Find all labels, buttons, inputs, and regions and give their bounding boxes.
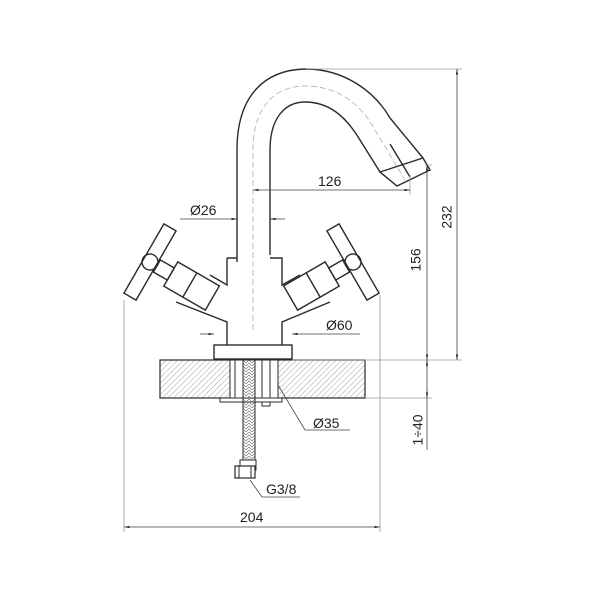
- spout-centerline: [252, 85, 406, 330]
- supply-hose: [234, 359, 257, 479]
- left-handle: [122, 222, 221, 312]
- dim-spout-diameter: Ø26: [190, 202, 217, 218]
- dim-total-height: 232: [438, 205, 455, 229]
- dim-hole-diameter: Ø35: [313, 415, 340, 431]
- dim-spout-reach: 126: [318, 173, 342, 189]
- dim-countertop-thickness: 1÷40: [409, 414, 426, 446]
- dimension-lines: [123, 68, 462, 532]
- dim-outlet-height: 156: [407, 248, 424, 272]
- countertop-section: [159, 359, 366, 407]
- faucet-body: [175, 257, 331, 360]
- right-handle: [282, 222, 381, 312]
- dim-connection-thread: G3/8: [266, 481, 297, 497]
- dim-overall-width: 204: [240, 509, 264, 525]
- spout: [236, 68, 431, 262]
- dim-base-diameter: Ø60: [326, 317, 353, 333]
